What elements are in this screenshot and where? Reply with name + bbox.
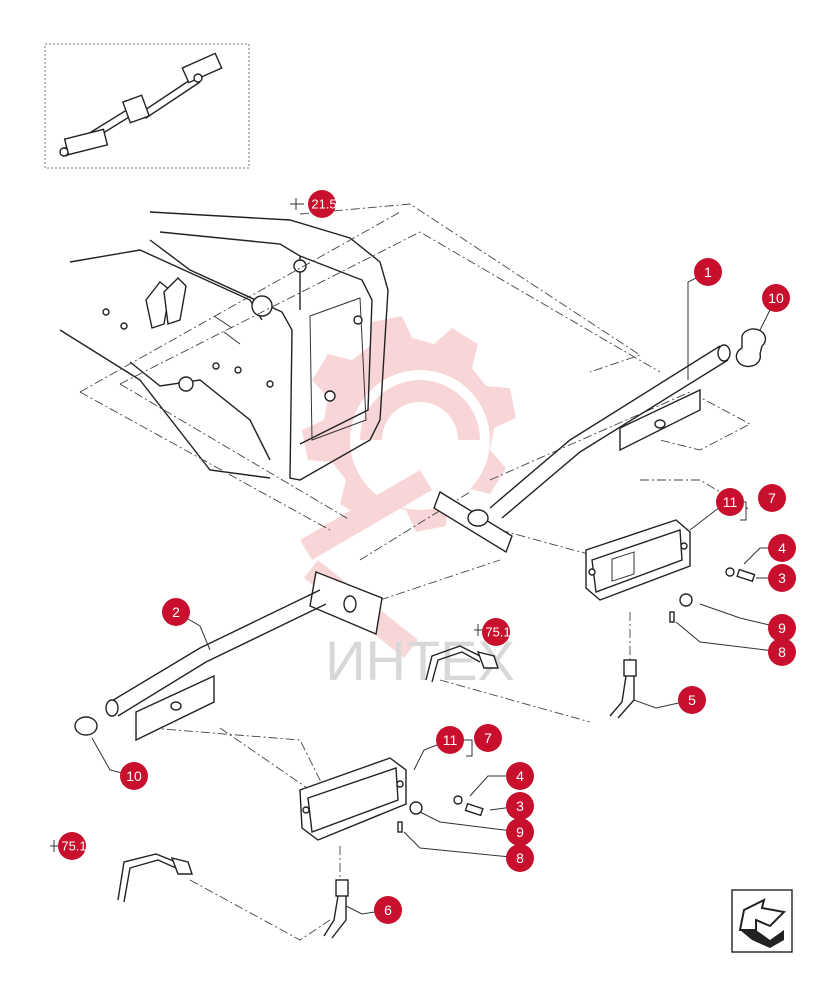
callout-4-left[interactable]: 4 bbox=[506, 762, 534, 790]
end-cap-right bbox=[735, 328, 767, 368]
callout-6[interactable]: 6 bbox=[374, 896, 402, 924]
assembly-guide-lines bbox=[79, 203, 751, 941]
callout-5[interactable]: 5 bbox=[678, 686, 706, 714]
callout-9-left[interactable]: 9 bbox=[506, 818, 534, 846]
svg-text:8: 8 bbox=[778, 644, 786, 660]
wiring-harness-right bbox=[425, 645, 499, 683]
svg-text:10: 10 bbox=[126, 768, 142, 784]
callout-7-left[interactable]: 7 bbox=[474, 724, 502, 752]
svg-text:3: 3 bbox=[516, 798, 524, 814]
right-rear-lamp bbox=[585, 519, 756, 623]
callout-3-left[interactable]: 3 bbox=[506, 792, 534, 820]
right-wire-connector bbox=[609, 659, 637, 719]
callout-4-right[interactable]: 4 bbox=[768, 534, 796, 562]
next-page-arrow-icon[interactable] bbox=[731, 889, 793, 953]
callout-11-left[interactable]: 11 bbox=[436, 726, 464, 754]
svg-text:7: 7 bbox=[768, 490, 776, 506]
ref-21-5[interactable]: 21.5 bbox=[290, 190, 337, 218]
ref-75-1-left[interactable]: 75.1 bbox=[50, 832, 87, 860]
overview-inset bbox=[44, 43, 250, 169]
svg-text:3: 3 bbox=[778, 570, 786, 586]
wiring-harness-left bbox=[117, 853, 193, 903]
svg-text:11: 11 bbox=[723, 494, 738, 510]
svg-text:7: 7 bbox=[484, 730, 492, 746]
svg-text:6: 6 bbox=[384, 902, 392, 918]
end-cap-left bbox=[74, 716, 98, 736]
svg-text:4: 4 bbox=[516, 768, 524, 784]
callout-8-left[interactable]: 8 bbox=[506, 844, 534, 872]
callout-8-right[interactable]: 8 bbox=[768, 638, 796, 666]
svg-text:75.1: 75.1 bbox=[61, 839, 86, 854]
left-rear-lamp bbox=[299, 757, 484, 841]
svg-text:9: 9 bbox=[516, 824, 524, 840]
callout-11-right[interactable]: 11 bbox=[716, 488, 744, 516]
right-light-bracket bbox=[433, 344, 731, 554]
cross-references: 21.5 75.1 75.1 bbox=[50, 190, 511, 860]
callout-9-right[interactable]: 9 bbox=[768, 614, 796, 642]
svg-text:21.5: 21.5 bbox=[311, 197, 336, 212]
svg-text:8: 8 bbox=[516, 850, 524, 866]
callout-10-left[interactable]: 10 bbox=[120, 762, 148, 790]
left-wire-connector bbox=[323, 879, 349, 939]
svg-text:4: 4 bbox=[778, 540, 786, 556]
chassis-frame bbox=[59, 211, 389, 481]
left-light-bracket bbox=[105, 571, 383, 742]
ref-75-1-right[interactable]: 75.1 bbox=[474, 618, 511, 646]
svg-text:9: 9 bbox=[778, 620, 786, 636]
svg-text:2: 2 bbox=[172, 604, 180, 620]
callout-3-right[interactable]: 3 bbox=[768, 564, 796, 592]
callout-markers: 1 2 3 3 4 4 5 6 7 7 8 8 9 9 10 10 11 11 bbox=[120, 258, 796, 924]
svg-text:5: 5 bbox=[688, 692, 696, 708]
callout-10-right[interactable]: 10 bbox=[762, 284, 790, 312]
svg-text:11: 11 bbox=[443, 732, 458, 748]
svg-text:10: 10 bbox=[768, 290, 784, 306]
callout-7-right[interactable]: 7 bbox=[758, 484, 786, 512]
callout-2[interactable]: 2 bbox=[162, 598, 190, 626]
svg-text:1: 1 bbox=[704, 264, 712, 280]
svg-text:75.1: 75.1 bbox=[485, 625, 510, 640]
callout-1[interactable]: 1 bbox=[694, 258, 722, 286]
